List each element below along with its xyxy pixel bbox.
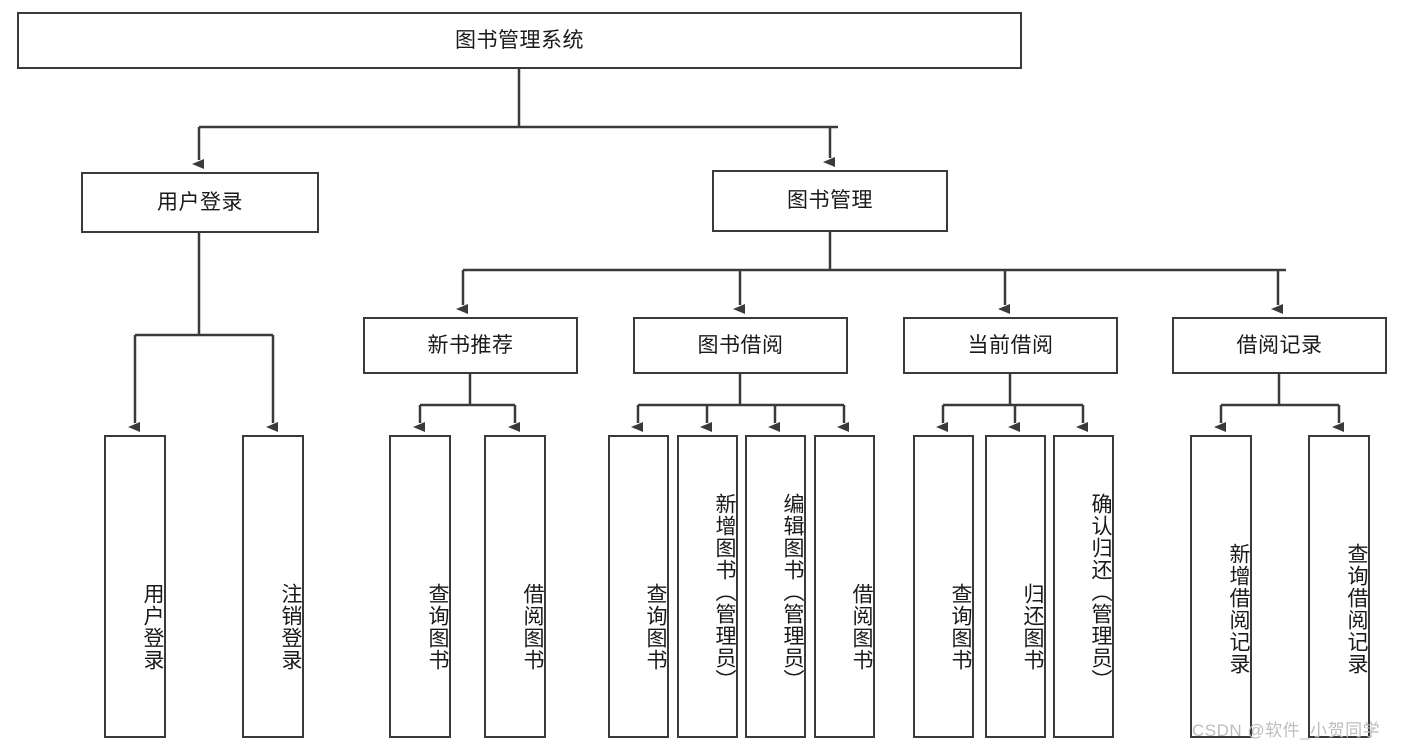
leaf-bb-query-book[interactable]: 查询图书 — [608, 435, 669, 738]
leaf-cb-return-book[interactable]: 归还图书 — [985, 435, 1046, 738]
leaf-user-login-label: 用户登录 — [141, 582, 164, 671]
node-new-book-rec-label: 新书推荐 — [427, 333, 514, 357]
leaf-br-add-record[interactable]: 新增借阅记录 — [1190, 435, 1252, 738]
leaf-bb-borrow-book-label: 借阅图书 — [850, 582, 873, 671]
csdn-watermark: CSDN @软件_小贺同学 — [1192, 721, 1381, 740]
node-root[interactable]: 图书管理系统 — [17, 12, 1022, 69]
node-root-label: 图书管理系统 — [455, 28, 584, 52]
leaf-user-logout[interactable]: 注销登录 — [242, 435, 304, 738]
node-book-manage[interactable]: 图书管理 — [712, 170, 948, 232]
leaf-rec-borrow-book[interactable]: 借阅图书 — [484, 435, 546, 738]
leaf-cb-query-book-label: 查询图书 — [949, 582, 972, 671]
node-book-borrow-label: 图书借阅 — [697, 333, 784, 357]
leaf-bb-edit-book[interactable]: 编辑图书（管理员） — [745, 435, 806, 738]
leaf-bb-add-book-label: 新增图书（管理员） — [713, 492, 736, 691]
leaf-user-logout-label: 注销登录 — [279, 582, 302, 671]
node-user-login[interactable]: 用户登录 — [81, 172, 319, 233]
leaf-cb-confirm-return-label: 确认归还（管理员） — [1089, 492, 1112, 691]
leaf-br-query-record[interactable]: 查询借阅记录 — [1308, 435, 1370, 738]
leaf-br-query-record-label: 查询借阅记录 — [1345, 543, 1368, 675]
node-user-login-label: 用户登录 — [157, 190, 243, 214]
leaf-user-login[interactable]: 用户登录 — [104, 435, 166, 738]
node-borrow-record[interactable]: 借阅记录 — [1172, 317, 1387, 374]
node-current-borrow[interactable]: 当前借阅 — [903, 317, 1118, 374]
leaf-cb-query-book[interactable]: 查询图书 — [913, 435, 974, 738]
leaf-rec-query-book[interactable]: 查询图书 — [389, 435, 451, 738]
leaf-rec-borrow-book-label: 借阅图书 — [521, 582, 544, 671]
leaf-cb-return-book-label: 归还图书 — [1021, 582, 1044, 671]
leaf-cb-confirm-return[interactable]: 确认归还（管理员） — [1053, 435, 1114, 738]
leaf-bb-edit-book-label: 编辑图书（管理员） — [781, 492, 804, 691]
leaf-bb-add-book[interactable]: 新增图书（管理员） — [677, 435, 738, 738]
leaf-bb-query-book-label: 查询图书 — [644, 582, 667, 671]
node-current-borrow-label: 当前借阅 — [967, 333, 1054, 357]
leaf-br-add-record-label: 新增借阅记录 — [1227, 543, 1250, 675]
node-borrow-record-label: 借阅记录 — [1236, 333, 1323, 357]
leaf-rec-query-book-label: 查询图书 — [426, 582, 449, 671]
node-new-book-rec[interactable]: 新书推荐 — [363, 317, 578, 374]
node-book-manage-label: 图书管理 — [787, 189, 873, 213]
leaf-bb-borrow-book[interactable]: 借阅图书 — [814, 435, 875, 738]
node-book-borrow[interactable]: 图书借阅 — [633, 317, 848, 374]
